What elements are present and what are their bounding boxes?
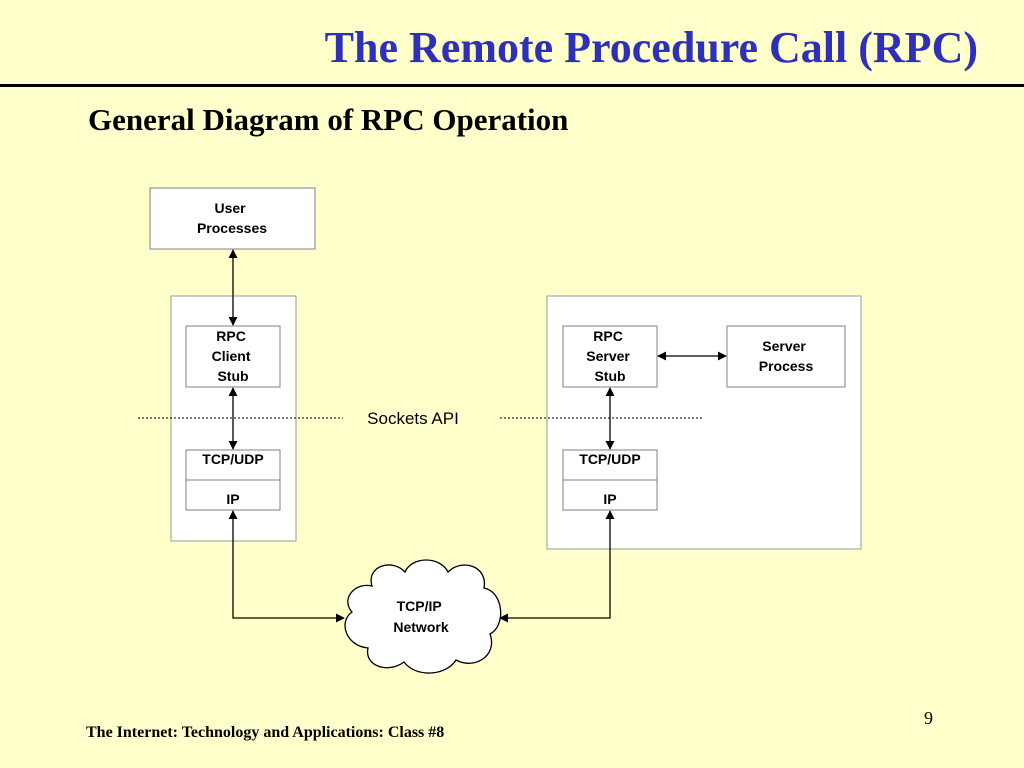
user-processes-label: User Processes — [197, 200, 267, 236]
tcp-ip-network-cloud — [344, 559, 502, 674]
client-stub-line-2: Client — [212, 348, 251, 364]
slide-subtitle: General Diagram of RPC Operation — [88, 102, 569, 137]
client-stub-line-3: Stub — [217, 368, 248, 384]
user-processes-line-2: Processes — [197, 220, 267, 236]
server-ip-label: IP — [603, 491, 616, 507]
rpc-client-stub-label: RPC Client Stub — [212, 328, 255, 384]
server-tcp-udp-box — [562, 449, 658, 481]
tcp-ip-network-label: TCP/IP Network — [393, 598, 448, 635]
page-number: 9 — [924, 708, 933, 728]
network-line-2: Network — [393, 619, 448, 635]
sockets-api-label: Sockets API — [367, 409, 459, 428]
server-process-label: Server Process — [759, 338, 814, 374]
server-stub-line-3: Stub — [594, 368, 625, 384]
rpc-client-stub-box — [185, 325, 281, 388]
client-tcp-udp-label: TCP/UDP — [202, 451, 263, 467]
rpc-server-stub-box — [562, 325, 658, 388]
user-processes-box — [149, 187, 316, 250]
server-stub-line-2: Server — [586, 348, 630, 364]
client-tcp-udp-box — [185, 449, 281, 481]
server-process-line-2: Process — [759, 358, 814, 374]
server-ip-box — [562, 479, 658, 511]
client-ip-to-network-arrow — [228, 510, 345, 623]
client-ip-label: IP — [226, 491, 239, 507]
server-process-box — [726, 325, 846, 388]
client-ip-box — [185, 479, 281, 511]
server-process-line-1: Server — [762, 338, 806, 354]
client-stub-line-1: RPC — [216, 328, 246, 344]
slide-footer: The Internet: Technology and Application… — [86, 724, 445, 741]
title-divider — [0, 84, 1024, 87]
server-tcp-udp-label: TCP/UDP — [579, 451, 640, 467]
user-processes-line-1: User — [214, 200, 246, 216]
network-line-1: TCP/IP — [397, 598, 442, 614]
server-ip-to-network-arrow — [499, 510, 615, 623]
slide-title: The Remote Procedure Call (RPC) — [324, 23, 978, 72]
rpc-server-stub-label: RPC Server Stub — [586, 328, 633, 384]
server-stub-line-1: RPC — [593, 328, 623, 344]
